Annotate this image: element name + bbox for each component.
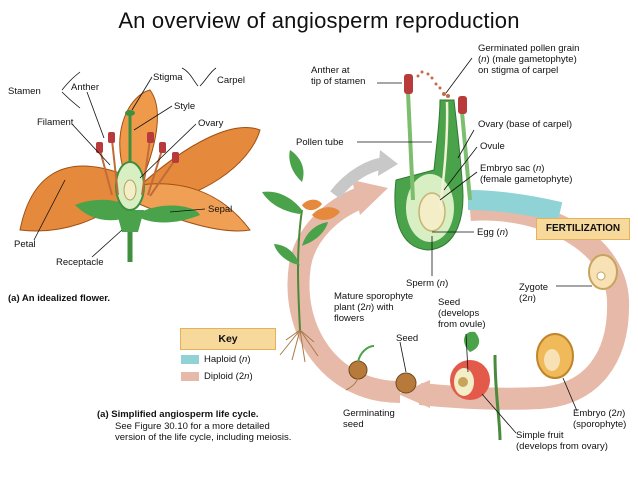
key-title: Key (180, 328, 276, 350)
caption-idealized-flower: (a) An idealized flower. (8, 293, 111, 304)
carpel-leader-lines (357, 57, 478, 276)
label-sepal: Sepal (208, 204, 233, 215)
carpel-cross-section (394, 70, 472, 251)
label-ovary-base: Ovary (base of carpel) (478, 119, 572, 130)
zygote-graphic (588, 254, 618, 290)
seed-graphic (395, 372, 417, 394)
haploid-cycle-arrow (467, 190, 563, 222)
label-embryo-sac: Embryo sac (n) (female gametophyte) (480, 163, 573, 185)
label-anther: Anther (71, 82, 99, 93)
germinating-seed (345, 345, 375, 391)
haploid-swatch (181, 354, 199, 364)
label-receptacle: Receptacle (56, 257, 104, 268)
label-carpel: Carpel (217, 75, 245, 86)
label-filament: Filament (37, 117, 74, 128)
label-ovary: Ovary (198, 118, 224, 129)
idealized-flower (19, 89, 261, 262)
label-zygote: Zygote (2n) (519, 282, 549, 304)
label-seed: Seed (396, 333, 419, 344)
label-egg: Egg (n) (477, 227, 509, 238)
label-sperm: Sperm (n) (406, 278, 449, 289)
diploid-swatch (181, 371, 199, 381)
label-simple-fruit: Simple fruit (develops from ovary) (516, 430, 608, 452)
mature-sporophyte-plant (262, 150, 340, 363)
fertilization-box: FERTILIZATION (536, 218, 630, 240)
simple-fruit (450, 331, 502, 441)
lower-leader-lines (399, 285, 592, 434)
label-petal: Petal (14, 239, 36, 250)
label-seed-develops: Seed (develops from ovule) (438, 297, 486, 330)
label-stamen: Stamen (8, 86, 41, 97)
label-style: Style (174, 101, 196, 112)
label-pollen-tube: Pollen tube (296, 137, 344, 148)
page-title: An overview of angiosperm reproduction (118, 8, 520, 33)
label-stigma: Stigma (153, 72, 183, 83)
label-mature-sporophyte: Mature sporophyte plant (2n) with flower… (334, 291, 414, 324)
key-haploid: Haploid (n) (181, 354, 251, 366)
label-embryo: Embryo (2n) (sporophyte) (573, 408, 627, 430)
label-ovule: Ovule (480, 141, 505, 152)
embryo-graphic (536, 333, 574, 379)
key-diploid: Diploid (2n) (181, 371, 253, 383)
label-germinated-pollen: Germinated pollen grain (n) (male gameto… (478, 43, 580, 76)
label-germinating-seed: Germinating seed (343, 408, 395, 430)
flower-leader-lines (33, 67, 217, 258)
caption-life-cycle: (a) Simplified angiosperm life cycle. Se… (97, 409, 292, 443)
